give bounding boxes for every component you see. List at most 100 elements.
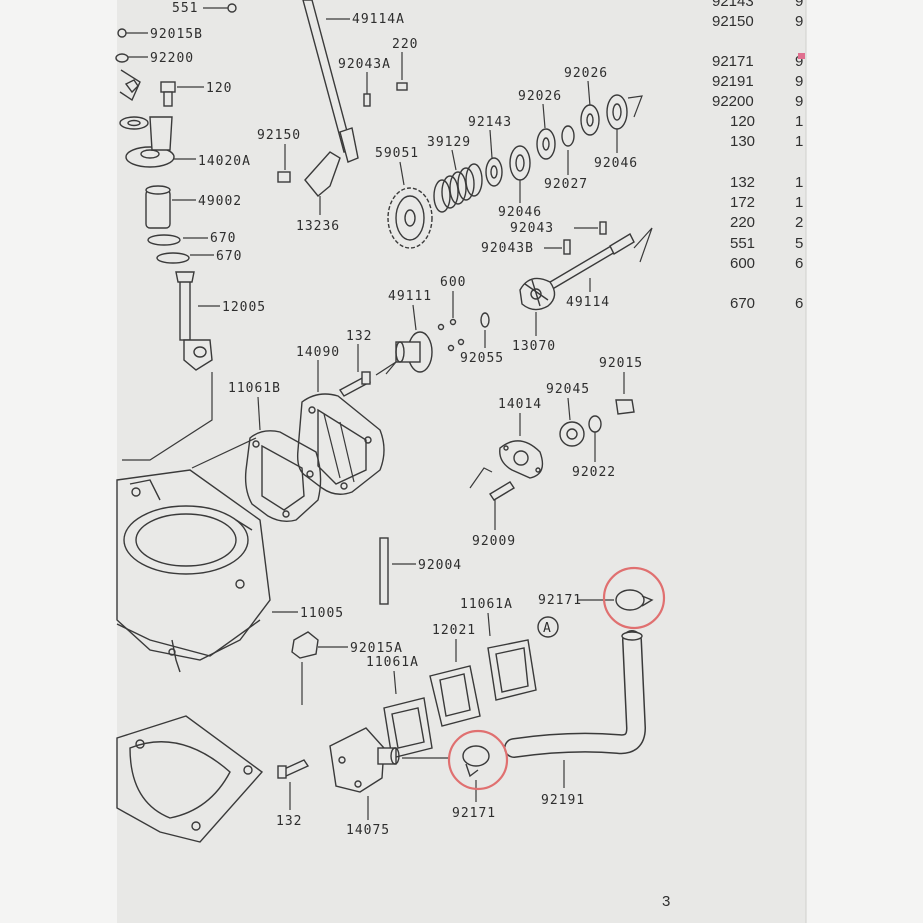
svg-text:92045: 92045: [546, 382, 590, 397]
svg-text:14014: 14014: [498, 397, 542, 412]
part-14075: 14075: [329, 727, 400, 838]
part-92026a: 92026: [518, 89, 562, 160]
arrow-line: [375, 361, 397, 376]
table-qty: 5: [795, 235, 803, 252]
part-13070: 13070: [512, 277, 556, 354]
table-qty: 1: [795, 113, 803, 130]
part-92055: 92055: [460, 312, 504, 366]
table-qty: 9: [795, 53, 803, 70]
svg-text:49111: 49111: [388, 289, 432, 304]
svg-text:92026: 92026: [518, 89, 562, 104]
svg-text:11061B: 11061B: [228, 381, 281, 396]
svg-text:49002: 49002: [198, 194, 242, 209]
part-132a: 132: [338, 329, 372, 397]
part-11005: 11005: [272, 606, 344, 621]
table-code: 92191: [712, 73, 754, 90]
part-11061b: 11061B: [228, 381, 322, 523]
part-49114: 49114: [539, 233, 635, 310]
svg-text:A: A: [543, 621, 552, 636]
part-92043: 92043: [510, 221, 607, 236]
part-92046b: 92046: [498, 145, 541, 220]
svg-text:14020A: 14020A: [198, 154, 251, 169]
table-qty: 9: [795, 73, 803, 90]
table-qty: 6: [795, 255, 803, 272]
svg-text:59051: 59051: [375, 146, 419, 161]
marker-a: A: [537, 616, 559, 638]
part-132b: 132: [276, 759, 310, 829]
svg-text:11061A: 11061A: [366, 655, 419, 670]
part-600: 600: [437, 275, 466, 352]
part-92150: 92150: [257, 128, 301, 183]
svg-text:12005: 12005: [222, 300, 266, 315]
svg-text:14090: 14090: [296, 345, 340, 360]
table-code: 172: [730, 194, 755, 211]
part-11061a-right: 11061A: [460, 597, 537, 701]
part-59051: 59051: [375, 146, 433, 249]
svg-text:92004: 92004: [418, 558, 462, 573]
svg-text:92043: 92043: [510, 221, 554, 236]
table-code: 92143: [712, 0, 754, 10]
table-code: 670: [730, 295, 755, 312]
svg-text:92143: 92143: [468, 115, 512, 130]
svg-text:551: 551: [172, 1, 198, 16]
table-code: 220: [730, 214, 755, 231]
svg-text:11005: 11005: [300, 606, 344, 621]
table-code: 551: [730, 235, 755, 252]
part-washer: [119, 116, 149, 130]
svg-text:92015: 92015: [599, 356, 643, 371]
table-code: 120: [730, 113, 755, 130]
svg-text:600: 600: [440, 275, 466, 290]
parts-quantity-table: 92143 9 92150 9 92171 9 92191 9 92200 9 …: [712, 0, 805, 312]
part-39129: 39129: [427, 135, 483, 213]
part-92043a: 92043A: [338, 57, 390, 107]
svg-text:120: 120: [206, 81, 232, 96]
part-base-gasket: [116, 715, 264, 843]
part-670b: 670: [156, 249, 242, 264]
part-14020a: 14020A: [125, 116, 251, 169]
svg-text:12021: 12021: [432, 623, 476, 638]
table-code: 92171: [712, 53, 754, 70]
arrow-line: [633, 227, 653, 263]
part-670a: 670: [147, 231, 236, 246]
svg-text:132: 132: [276, 814, 302, 829]
svg-text:11061A: 11061A: [460, 597, 513, 612]
part-92022: 92022: [572, 415, 616, 480]
svg-text:92026: 92026: [564, 66, 608, 81]
part-551: 551: [172, 1, 237, 16]
svg-text:670: 670: [216, 249, 242, 264]
svg-text:220: 220: [392, 37, 418, 52]
svg-text:670: 670: [210, 231, 236, 246]
svg-text:92027: 92027: [544, 177, 588, 192]
svg-text:92191: 92191: [541, 793, 585, 808]
table-qty: 1: [795, 174, 803, 191]
part-cylinder: [116, 469, 271, 673]
leader-line: [191, 437, 257, 469]
svg-text:92046: 92046: [594, 156, 638, 171]
part-14014: 14014: [498, 397, 544, 479]
svg-text:92150: 92150: [257, 128, 301, 143]
highlight-circle-bottom: [447, 729, 509, 791]
table-code: 132: [730, 174, 755, 191]
table-code: 600: [730, 255, 755, 272]
svg-text:92022: 92022: [572, 465, 616, 480]
svg-text:92055: 92055: [460, 351, 504, 366]
part-92015a: 92015A: [291, 631, 402, 705]
arrow-line: [627, 95, 643, 118]
part-92026b: 92026: [564, 66, 608, 136]
svg-text:132: 132: [346, 329, 372, 344]
part-12021: 12021: [429, 623, 481, 727]
part-92015b: 92015B: [117, 27, 203, 42]
arrow-line: [469, 467, 493, 489]
svg-text:92015B: 92015B: [150, 27, 203, 42]
table-qty: 6: [795, 295, 803, 312]
table-qty: 9: [795, 13, 803, 30]
svg-text:92043B: 92043B: [481, 241, 534, 256]
svg-text:49114A: 49114A: [352, 12, 405, 27]
svg-text:92171: 92171: [538, 593, 582, 608]
svg-text:14075: 14075: [346, 823, 390, 838]
part-92046a: 92046: [594, 94, 638, 171]
part-49111: 49111: [388, 289, 433, 373]
part-92027: 92027: [544, 125, 588, 192]
table-qty: 9: [795, 0, 803, 10]
